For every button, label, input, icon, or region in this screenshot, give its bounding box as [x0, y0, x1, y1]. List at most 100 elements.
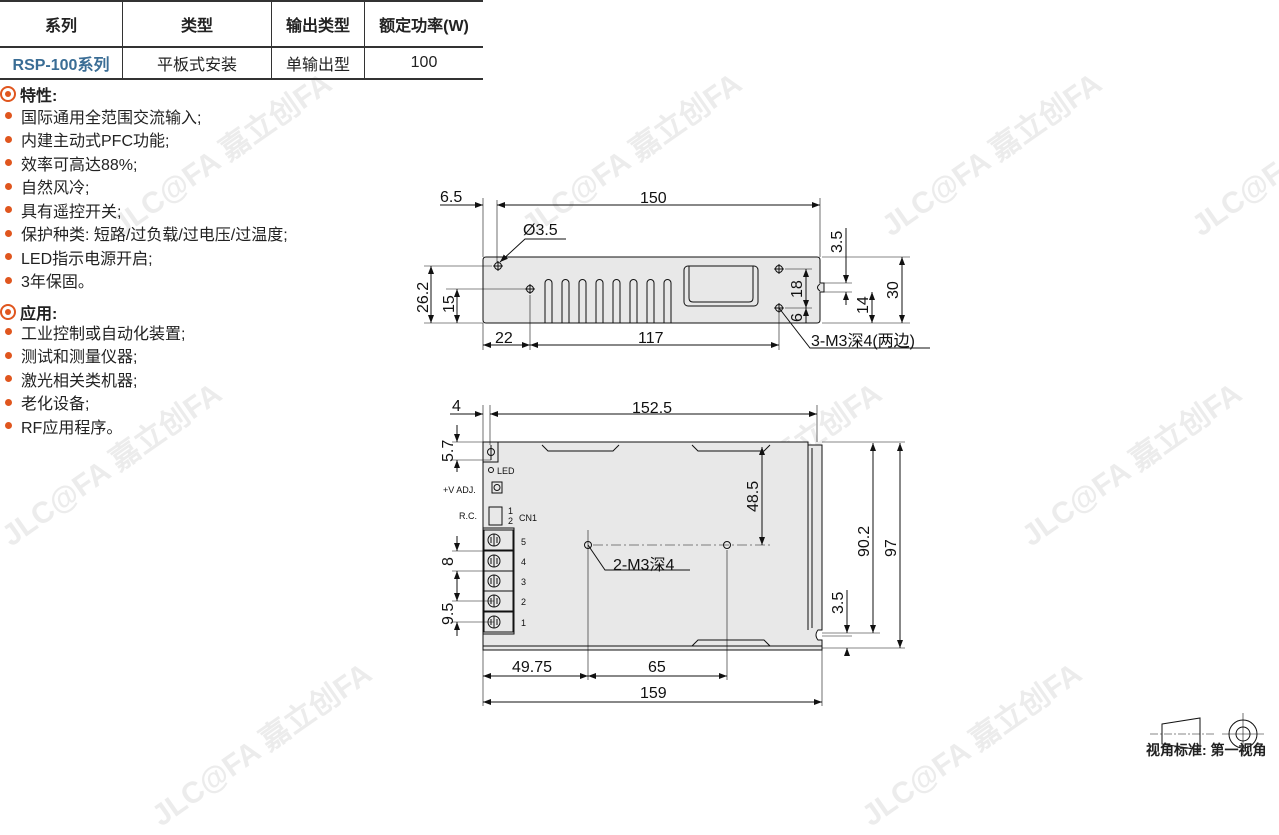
- dim-6: 6: [789, 313, 806, 322]
- list-item-text: LED指示电源开启;: [21, 250, 153, 268]
- list-item-text: 激光相关类机器;: [21, 372, 138, 390]
- dim-6-5: 6.5: [440, 189, 462, 206]
- applications-heading: 应用:: [0, 300, 57, 324]
- label-v-adj: +V ADJ.: [443, 485, 476, 495]
- dim-3-5-top: 3.5: [830, 592, 847, 614]
- bullet-icon: [5, 206, 12, 214]
- target-bullet-icon: [0, 304, 16, 320]
- vent-slots: [544, 279, 672, 323]
- callout-top-holes: 2-M3深4: [613, 556, 674, 574]
- voltage-adjust-pot-icon: [491, 481, 503, 494]
- bullet-icon: [5, 375, 12, 383]
- applications-list: 工业控制或自动化装置; 测试和测量仪器; 激光相关类机器; 老化设备; RF应用…: [0, 320, 185, 438]
- dim-9-5: 9.5: [440, 603, 457, 625]
- header-rated-power: 额定功率(W): [364, 1, 483, 48]
- mounting-holes: [493, 261, 784, 313]
- dim-18: 18: [789, 280, 806, 298]
- list-item: RF应用程序。: [0, 414, 185, 438]
- dim-15: 15: [441, 295, 458, 313]
- list-item-text: 3年保固。: [21, 274, 94, 292]
- side-view-body: [424, 198, 930, 350]
- bullet-icon: [5, 276, 12, 284]
- list-item: 3年保固。: [0, 269, 288, 293]
- dim-5-7: 5.7: [440, 440, 457, 462]
- bullet-icon: [5, 182, 12, 190]
- bullet-icon: [5, 112, 12, 120]
- dim-26-2: 26.2: [415, 282, 432, 313]
- list-item-text: 内建主动式PFC功能;: [21, 133, 170, 151]
- applications-title: 应用:: [20, 306, 58, 323]
- terminal-label: 1: [521, 618, 526, 628]
- header-series: 系列: [0, 1, 123, 48]
- callout-side-holes: 3-M3深4(两边): [811, 332, 915, 350]
- dim-22: 22: [495, 330, 513, 347]
- dim-48-5: 48.5: [745, 481, 762, 512]
- cell-output-type: 单输出型: [271, 47, 365, 80]
- header-output-type: 输出类型: [271, 1, 365, 48]
- dim-30: 30: [885, 281, 902, 299]
- bullet-icon: [5, 159, 12, 167]
- dim-117: 117: [638, 330, 664, 347]
- table-row: RSP-100系列 平板式安装 单输出型 100: [0, 47, 483, 80]
- bullet-icon: [5, 135, 12, 143]
- dim-49-75: 49.75: [512, 659, 552, 676]
- technical-drawing: 6.5 150 Ø3.5 26.2 15 22 117 18 6 3.5 14 …: [415, 189, 1264, 755]
- cell-type: 平板式安装: [122, 47, 272, 80]
- spec-table: 系列 类型 输出类型 额定功率(W) RSP-100系列 平板式安装 单输出型 …: [0, 0, 483, 80]
- bullet-icon: [5, 229, 12, 237]
- dim-65: 65: [648, 659, 666, 676]
- list-item-text: RF应用程序。: [21, 419, 123, 437]
- list-item: 具有遥控开关;: [0, 198, 288, 222]
- list-item: 老化设备;: [0, 391, 185, 415]
- first-angle-projection-icon: [1150, 713, 1264, 755]
- label-cn1: CN1: [519, 513, 537, 523]
- list-item-text: 老化设备;: [21, 396, 90, 414]
- list-item-text: 自然风冷;: [21, 180, 90, 198]
- dim-14: 14: [855, 296, 872, 314]
- dim-150: 150: [640, 190, 667, 207]
- terminal-label: 2: [521, 597, 526, 607]
- list-item: 国际通用全范围交流输入;: [0, 104, 288, 128]
- list-item: 内建主动式PFC功能;: [0, 128, 288, 152]
- terminal-label: 4: [521, 557, 526, 567]
- top-view-body: [450, 405, 905, 706]
- list-item: LED指示电源开启;: [0, 245, 288, 269]
- led-indicator-icon: [488, 467, 494, 473]
- cn1-connector-icon: [488, 506, 503, 526]
- view-standard-label: 视角标准: 第一视角: [1146, 742, 1267, 758]
- terminal-label: 3: [521, 577, 526, 587]
- label-pin2: 2: [508, 516, 513, 526]
- dim-90-2: 90.2: [856, 526, 873, 557]
- list-item: 测试和测量仪器;: [0, 344, 185, 368]
- bullet-icon: [5, 351, 12, 359]
- features-heading: 特性:: [0, 82, 57, 106]
- dim-8: 8: [440, 557, 457, 566]
- features-title: 特性:: [20, 88, 58, 105]
- bullet-icon: [5, 422, 12, 430]
- header-type: 类型: [122, 1, 272, 48]
- target-bullet-icon: [0, 86, 16, 102]
- bullet-icon: [5, 398, 12, 406]
- label-pin1: 1: [508, 506, 513, 516]
- list-item: 工业控制或自动化装置;: [0, 320, 185, 344]
- list-item-text: 国际通用全范围交流输入;: [21, 109, 202, 127]
- list-item-text: 测试和测量仪器;: [21, 349, 138, 367]
- dim-4: 4: [452, 398, 461, 415]
- list-item-text: 具有遥控开关;: [21, 203, 122, 221]
- dim-152-5: 152.5: [632, 400, 672, 417]
- list-item: 激光相关类机器;: [0, 367, 185, 391]
- list-item: 保护种类: 短路/过负载/过电压/过温度;: [0, 222, 288, 246]
- dim-97: 97: [883, 539, 900, 557]
- label-rc: R.C.: [459, 511, 477, 521]
- terminal-label: 5: [521, 537, 526, 547]
- list-item: 效率可高达88%;: [0, 151, 288, 175]
- label-led: LED: [497, 466, 515, 476]
- dim-159: 159: [640, 685, 667, 702]
- list-item-text: 效率可高达88%;: [21, 156, 138, 174]
- dim-diameter: Ø3.5: [523, 222, 558, 239]
- bullet-icon: [5, 253, 12, 261]
- cell-rated-power: 100: [364, 47, 483, 80]
- features-list: 国际通用全范围交流输入; 内建主动式PFC功能; 效率可高达88%; 自然风冷;…: [0, 104, 288, 292]
- dim-3-5: 3.5: [829, 231, 846, 253]
- cell-series: RSP-100系列: [0, 47, 123, 80]
